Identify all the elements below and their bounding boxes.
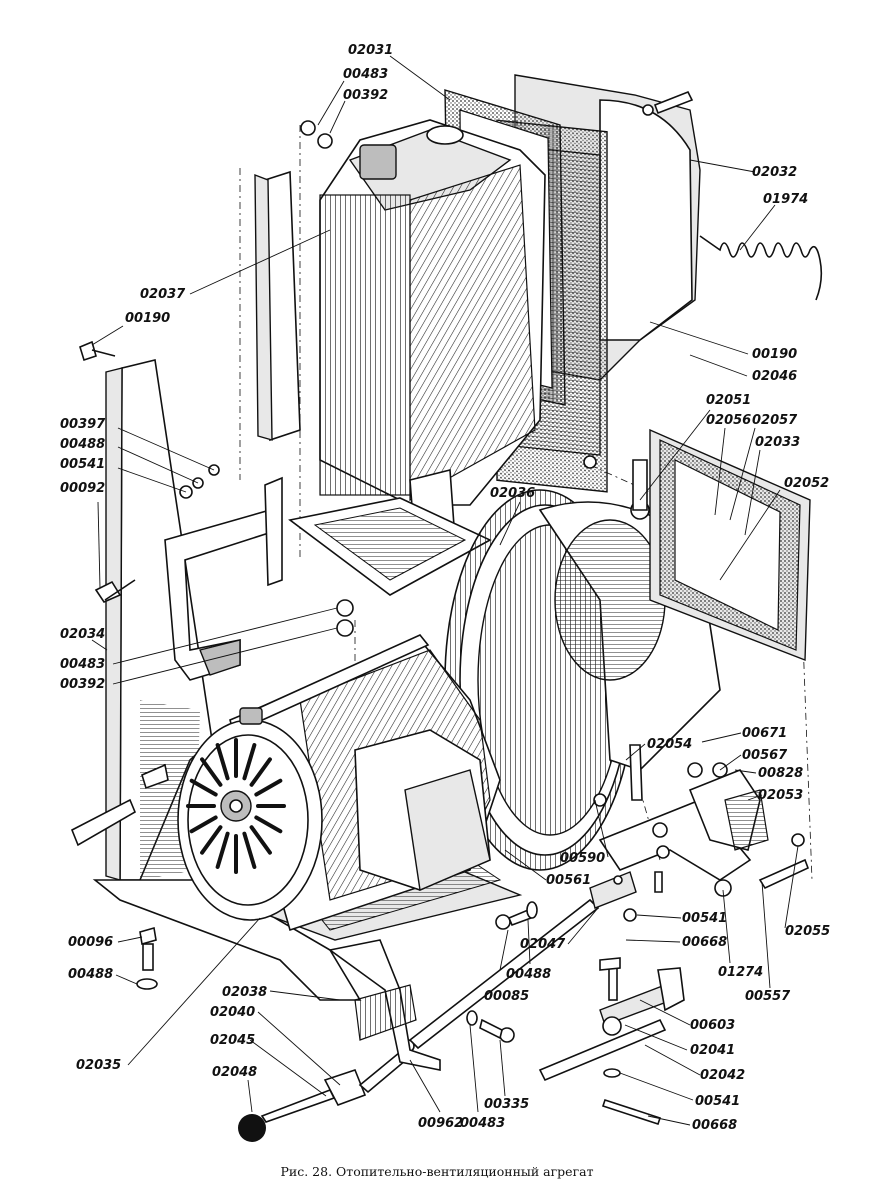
- callout-00335: 00335: [484, 1097, 529, 1112]
- heater-radiator: [319, 119, 546, 546]
- leader-lines: [91, 55, 799, 1126]
- callout-00085: 00085: [484, 989, 529, 1004]
- motor-vent-slot: [215, 743, 230, 781]
- callout-00557: 00557: [745, 989, 791, 1004]
- callout-00092: 00092: [60, 481, 105, 496]
- lower-bracket: [328, 939, 441, 1071]
- callout-02052: 02052: [784, 476, 829, 491]
- radiator-side-plate: [254, 170, 301, 442]
- electric-motor: [177, 634, 501, 932]
- callout-00567: 00567: [742, 748, 788, 763]
- callout-00096: 00096: [68, 935, 113, 950]
- motor-vent-slot: [242, 743, 257, 781]
- callout-00541-upper: 00541: [60, 457, 105, 472]
- callout-02036: 02036: [490, 486, 535, 501]
- motor-vent-slot: [254, 815, 283, 834]
- left-hardware: [70, 340, 220, 847]
- callout-00541-lower: 00541: [695, 1094, 740, 1109]
- callout-02057: 02057: [752, 413, 798, 428]
- callout-02047: 02047: [520, 937, 566, 952]
- callout-00671: 00671: [742, 726, 787, 741]
- callout-02046: 02046: [752, 369, 797, 384]
- callout-00483-lower: 00483: [460, 1116, 505, 1131]
- motor-vent-slot: [189, 778, 218, 797]
- motor-vent-slot: [200, 757, 223, 787]
- callout-02045: 02045: [210, 1033, 255, 1048]
- callout-02035: 02035: [76, 1058, 121, 1073]
- callout-02051: 02051: [706, 393, 751, 408]
- callout-02041: 02041: [690, 1043, 735, 1058]
- callout-00190-right: 00190: [752, 347, 797, 362]
- callout-00397: 00397: [60, 417, 106, 432]
- callout-02053: 02053: [758, 788, 803, 803]
- callout-00541-right: 00541: [682, 911, 727, 926]
- callout-00962: 00962: [418, 1116, 463, 1131]
- motor-vent-slot: [249, 825, 272, 855]
- callout-02038: 02038: [222, 985, 267, 1000]
- callout-02034: 02034: [60, 627, 105, 642]
- callout-00190-left: 00190: [125, 311, 170, 326]
- motor-vent-slot: [215, 831, 230, 869]
- callout-00603: 00603: [690, 1018, 735, 1033]
- figure-caption: Рис. 28. Отопительно-вентиляционный агре…: [280, 1164, 594, 1179]
- motor-vent-slot: [200, 825, 223, 855]
- callout-00590: 00590: [560, 851, 605, 866]
- callout-02033: 02033: [755, 435, 800, 450]
- callout-labels: 02031 00483 00392 02032 01974 02037 0019…: [60, 43, 830, 1133]
- callout-02055: 02055: [785, 924, 830, 939]
- callout-00561: 00561: [546, 873, 591, 888]
- callout-02032: 02032: [752, 165, 797, 180]
- callout-02037: 02037: [140, 287, 186, 302]
- callout-00668-lower: 00668: [692, 1118, 737, 1133]
- callout-00488-mid: 00488: [506, 967, 551, 982]
- damper-lever: [538, 957, 685, 1126]
- callout-00488-lower: 00488: [68, 967, 113, 982]
- callout-02048: 02048: [212, 1065, 257, 1080]
- control-rod-knob: [238, 1039, 415, 1142]
- left-frame-bracket: [164, 476, 283, 681]
- duct-frame: [288, 497, 492, 596]
- motor-vent-slots: [186, 738, 286, 874]
- callout-02056: 02056: [706, 413, 751, 428]
- callout-00483-mid: 00483: [60, 657, 105, 672]
- motor-vent-slot: [189, 815, 218, 834]
- callout-00392-mid: 00392: [60, 677, 105, 692]
- bolt-top-right: [642, 90, 694, 116]
- callout-02040: 02040: [210, 1005, 255, 1020]
- exploded-assembly-drawing: 02031 00483 00392 02032 01974 02037 0019…: [60, 43, 830, 1142]
- motor-vent-slot: [242, 831, 257, 869]
- callout-00828: 00828: [758, 766, 803, 781]
- spring: [699, 235, 823, 301]
- callout-02054: 02054: [647, 737, 692, 752]
- motor-vent-slot: [254, 778, 283, 797]
- callout-00488-upper: 00488: [60, 437, 105, 452]
- callout-00392-top: 00392: [343, 88, 388, 103]
- callout-01274: 01274: [718, 965, 763, 980]
- callout-01974: 01974: [763, 192, 808, 207]
- damper-linkage: [408, 744, 810, 1050]
- callout-02042: 02042: [700, 1068, 745, 1083]
- mounting-stand: [105, 359, 213, 881]
- motor-vent-slot: [249, 757, 272, 787]
- callout-00483-top: 00483: [343, 67, 388, 82]
- mid-bolts: [466, 901, 538, 1043]
- fan-volute: [538, 428, 811, 771]
- callout-00668-right: 00668: [682, 935, 727, 950]
- callout-02031: 02031: [348, 43, 393, 58]
